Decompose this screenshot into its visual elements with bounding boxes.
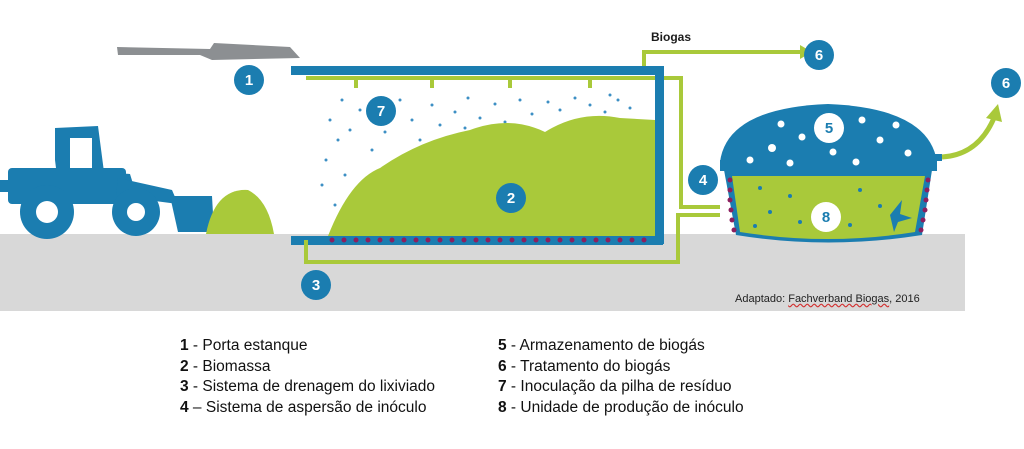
badge-4: 4 [688, 165, 718, 195]
tank-arrow-icon [986, 104, 1002, 122]
biogas-pipe [642, 50, 800, 66]
door-panel [117, 43, 300, 60]
legend-text: - Unidade de produção de inóculo [506, 398, 744, 416]
spray-droplets [320, 93, 632, 207]
spray-pipe [306, 76, 720, 209]
legend-number: 2 [180, 357, 189, 375]
drainage-pipe [304, 213, 720, 264]
legend-item: 5 - Armazenamento de biogás [498, 336, 744, 357]
badge-5: 5 [814, 113, 844, 143]
legend-item: 7 - Inoculação da pilha de resíduo [498, 377, 744, 398]
legend-number: 3 [180, 378, 189, 395]
drainage-dots [329, 237, 647, 243]
badge-6-a: 6 [804, 40, 834, 70]
legend-item: 8 - Unidade de produção de inóculo [498, 398, 744, 419]
legend-left: 1 - Porta estanque 2 - Biomassa 3 - Sist… [180, 336, 435, 418]
legend-item: 3 - Sistema de drenagem do lixiviado [180, 377, 435, 398]
legend-text: - Porta estanque [188, 337, 308, 354]
legend-text: - Sistema de drenagem do lixiviado [188, 378, 436, 395]
badge-1: 1 [234, 65, 264, 95]
legend-text: - Armazenamento de biogás [506, 337, 705, 354]
legend-item: 6 - Tratamento do biogás [498, 357, 744, 378]
badge-3: 3 [301, 270, 331, 300]
source-credit: Adaptado: Fachverband Biogas, 2016 [735, 293, 920, 305]
badge-8: 8 [811, 202, 841, 232]
mixer-icon [890, 200, 912, 232]
legend-number: 1 [180, 337, 189, 354]
legend-right: 5 - Armazenamento de biogás 6 - Tratamen… [498, 336, 744, 418]
credit-prefix: Adaptado: [735, 293, 786, 305]
biomass-pile [328, 115, 655, 236]
legend-number: 6 [498, 357, 507, 375]
tank-outlet [928, 154, 942, 161]
wheel-loader-icon [0, 126, 274, 239]
legend-item: 1 - Porta estanque [180, 336, 435, 357]
legend-number: 7 [498, 378, 507, 395]
tank-gas-pipe [941, 116, 997, 160]
legend-text: - Biomassa [188, 357, 271, 375]
legend-number: 5 [498, 337, 507, 354]
badge-7: 7 [366, 96, 396, 126]
legend-number: 8 [498, 398, 507, 416]
legend-text: - Tratamento do biogás [506, 357, 671, 375]
legend-item: 4 – Sistema de aspersão de inóculo [180, 398, 435, 419]
credit-year: , 2016 [889, 293, 920, 305]
legend-number: 4 [180, 398, 189, 416]
legend-text: - Inoculação da pilha de resíduo [506, 378, 732, 395]
legend-item: 2 - Biomassa [180, 357, 435, 378]
badge-6-b: 6 [991, 68, 1021, 98]
ground [0, 234, 965, 311]
biogas-label: Biogas [651, 30, 692, 44]
legend-text: – Sistema de aspersão de inóculo [188, 398, 427, 416]
credit-source: Fachverband Biogas [788, 293, 890, 305]
badge-2: 2 [496, 183, 526, 213]
